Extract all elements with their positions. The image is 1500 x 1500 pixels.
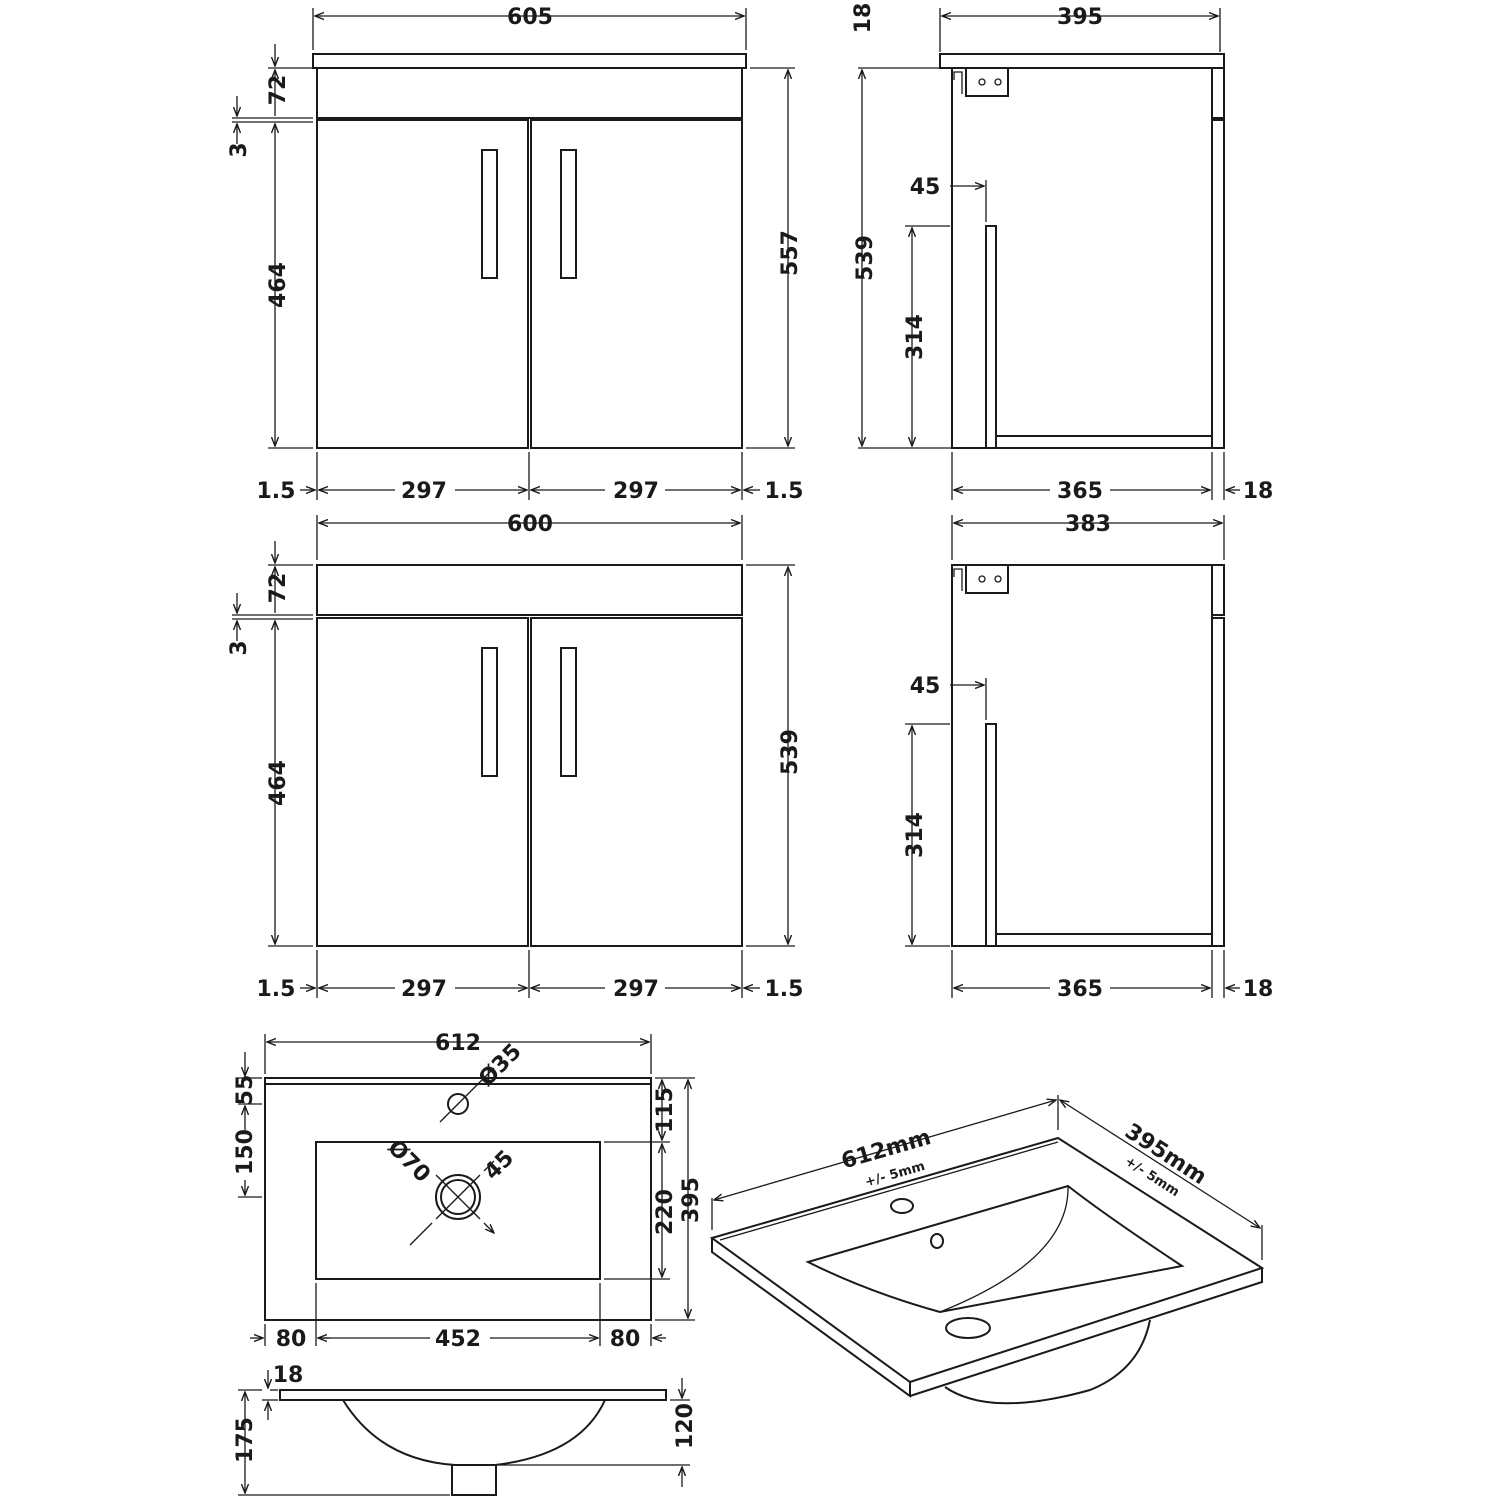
worktop-front [312, 53, 747, 69]
dim-depth-overall-2: 383 [1065, 512, 1111, 537]
base-shelf-2 [995, 933, 1213, 947]
drawer-panel [316, 67, 743, 119]
side-rail [985, 225, 997, 449]
iso-overflow [930, 1233, 944, 1249]
dim-gap: 3 [227, 142, 252, 157]
dim-overall-height: 175 [233, 1417, 258, 1463]
dim-carcass-depth-2: 365 [1057, 977, 1103, 1002]
basin-isometric-view: 612mm +/- 5mm 395mm +/- 5mm [709, 1095, 1265, 1405]
dim-tap-to-bowl: 115 [653, 1087, 678, 1133]
dim-edge-right-2: 1.5 [765, 977, 804, 1002]
dim-inset: 45 [910, 175, 941, 200]
carcass-side [951, 67, 1213, 449]
side-view-bottom: 383 45 314 365 18 [903, 512, 1273, 1002]
dim-width-overall: 605 [507, 5, 553, 30]
dim-basin-depth: 395 [679, 1177, 704, 1223]
worktop-side [939, 53, 1225, 69]
dim-rail-height: 314 [903, 314, 928, 360]
dim-width-overall-2: 600 [507, 512, 553, 537]
tap-hole [447, 1093, 469, 1115]
base-shelf [995, 435, 1213, 449]
dim-to-bowl: 150 [233, 1129, 258, 1175]
dim-left-margin: 80 [276, 1327, 307, 1352]
dim-door-left: 297 [401, 479, 447, 504]
dim-slab-thickness: 18 [273, 1363, 304, 1388]
side-rail-2 [985, 723, 997, 947]
dim-bowl-drop: 120 [673, 1403, 698, 1449]
dim-edge-right: 1.5 [765, 479, 804, 504]
left-door-2 [316, 617, 529, 947]
dim-right-margin: 80 [610, 1327, 641, 1352]
dim-angle: 45 [480, 1146, 519, 1185]
basin-plan-view: Ø35 Ø70 45 612 55 150 115 220 395 [233, 1031, 704, 1352]
side-view-top: 395 18 539 45 314 365 18 [851, 3, 1273, 504]
right-handle [560, 149, 577, 279]
left-handle-2 [481, 647, 498, 777]
dim-top-height-2: 72 [266, 573, 291, 604]
dim-door-left-2: 297 [401, 977, 447, 1002]
basin-outline [264, 1077, 652, 1321]
dim-side-height: 539 [853, 235, 878, 281]
carcass-side-2 [951, 564, 1213, 947]
dim-door-height: 464 [266, 262, 291, 308]
wall-bracket-2 [965, 564, 1009, 594]
dim-height-overall: 557 [778, 230, 803, 276]
dim-rail-height-2: 314 [903, 812, 928, 858]
bowl-outline [315, 1141, 601, 1280]
dim-edge-left-2: 1.5 [257, 977, 296, 1002]
front-view-top: 605 557 72 3 464 1.5 297 297 1.5 [227, 5, 803, 504]
dim-door-thickness: 18 [1243, 479, 1274, 504]
basin-slab [279, 1389, 667, 1401]
left-door [316, 119, 529, 449]
dim-gap-2: 3 [227, 640, 252, 655]
iso-waste [945, 1317, 991, 1339]
iso-bowl-underside [944, 1319, 1151, 1405]
dim-top-height: 72 [266, 75, 291, 106]
right-door-2 [530, 617, 743, 947]
waste-outlet [451, 1464, 497, 1496]
dim-door-right-2: 297 [613, 977, 659, 1002]
dim-edge-left: 1.5 [257, 479, 296, 504]
dim-height-overall-2: 539 [778, 729, 803, 775]
waste-outer [435, 1174, 481, 1220]
bowl-section [342, 1399, 606, 1466]
waste-inner [440, 1179, 476, 1215]
right-handle-2 [560, 647, 577, 777]
dim-top-thickness: 18 [851, 3, 876, 34]
dim-back-edge: 55 [233, 1075, 258, 1106]
front-view-bottom: 600 539 72 3 464 1.5 297 297 1.5 [227, 512, 803, 1002]
basin-section-view: 18 175 120 [233, 1363, 698, 1496]
dim-basin-width: 612 [435, 1031, 481, 1056]
left-handle [481, 149, 498, 279]
dim-depth-overall: 395 [1057, 5, 1103, 30]
dim-bowl-width: 452 [435, 1327, 481, 1352]
dim-waste-dia: Ø70 [382, 1135, 435, 1188]
dim-inset-2: 45 [910, 674, 941, 699]
right-door [530, 119, 743, 449]
drawer-panel-2 [316, 564, 743, 616]
wall-bracket [965, 67, 1009, 97]
dim-bowl-depth: 220 [653, 1189, 678, 1235]
dim-carcass-depth: 365 [1057, 479, 1103, 504]
dim-door-right: 297 [613, 479, 659, 504]
dim-door-thickness-2: 18 [1243, 977, 1274, 1002]
dim-door-height-2: 464 [266, 760, 291, 806]
